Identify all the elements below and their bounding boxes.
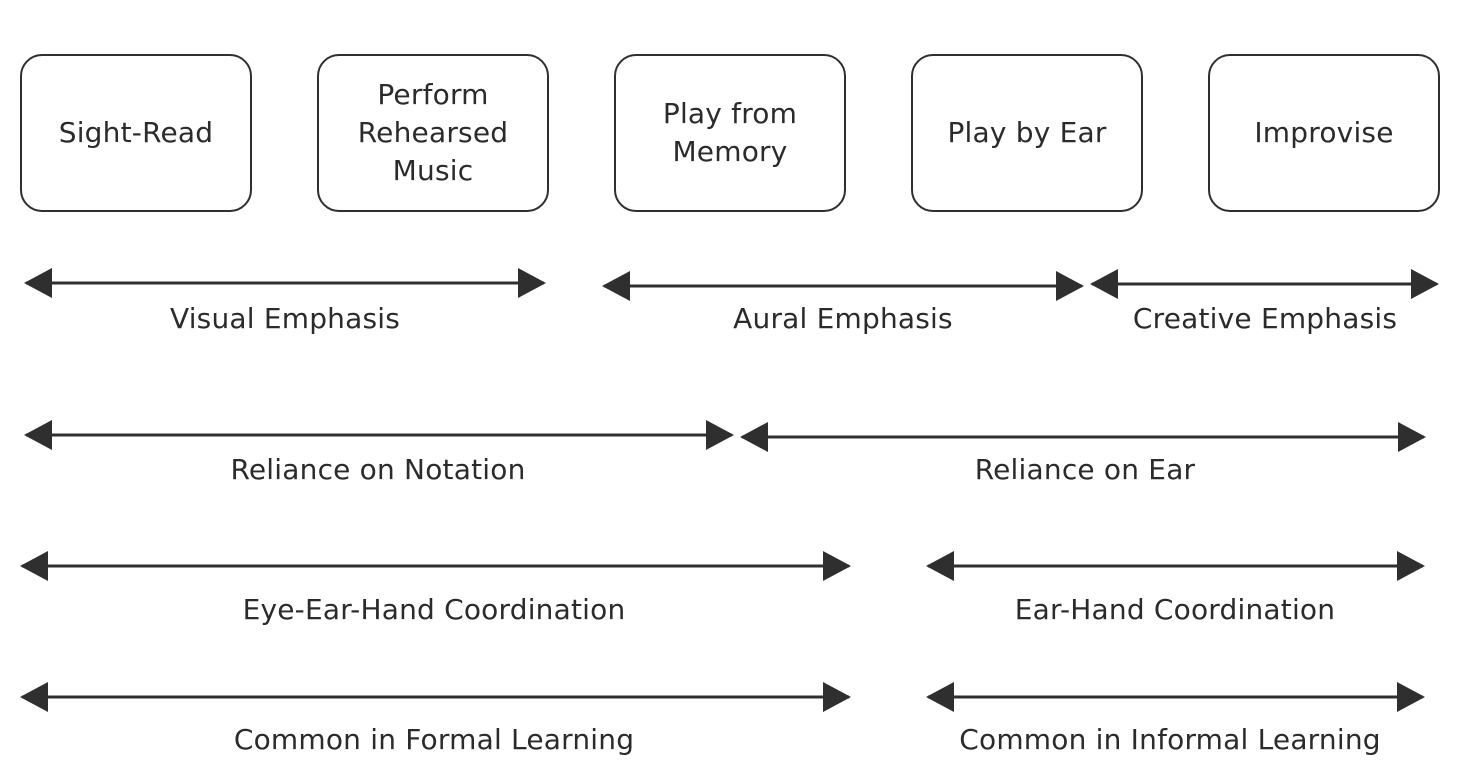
box-label: Sight-Read	[58, 116, 214, 149]
label-common-in-formal-learning: Common in Formal Learning	[233, 723, 635, 756]
box-play-from-memory: Play from Memory	[614, 54, 846, 212]
box-label: Perform Rehearsed Music	[357, 78, 509, 187]
box-perform-rehearsed-music: Perform Rehearsed Music	[317, 54, 549, 212]
box-label: Improvise	[1254, 116, 1394, 149]
label-creative-emphasis: Creative Emphasis	[1132, 302, 1398, 335]
label-ear-hand-coordination: Ear-Hand Coordination	[1014, 593, 1336, 626]
label-eye-ear-hand-coordination: Eye-Ear-Hand Coordination	[242, 593, 626, 626]
label-common-in-informal-learning: Common in Informal Learning	[959, 723, 1381, 756]
box-improvise: Improvise	[1208, 54, 1440, 212]
label-aural-emphasis: Aural Emphasis	[733, 302, 953, 335]
label-reliance-on-ear: Reliance on Ear	[974, 453, 1196, 486]
label-reliance-on-notation: Reliance on Notation	[230, 453, 526, 486]
label-visual-emphasis: Visual Emphasis	[169, 302, 401, 335]
box-label: Play from Memory	[662, 97, 798, 168]
box-label: Play by Ear	[947, 116, 1107, 149]
box-sight-read: Sight-Read	[20, 54, 252, 212]
box-play-by-ear: Play by Ear	[911, 54, 1143, 212]
